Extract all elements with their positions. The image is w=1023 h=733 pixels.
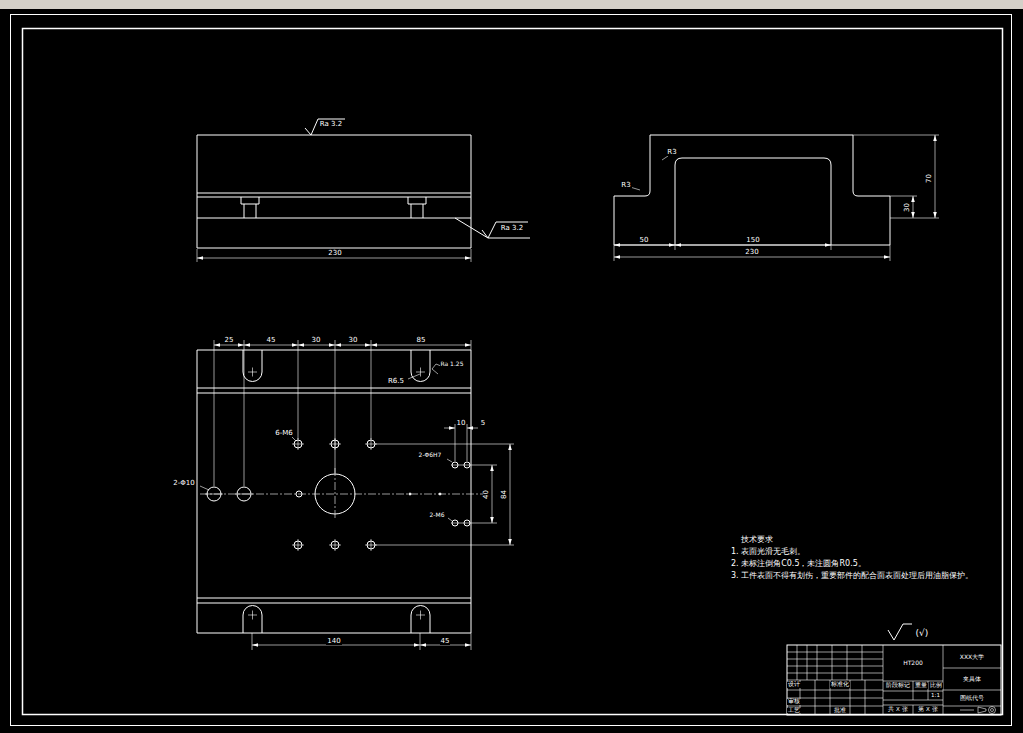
- roughness-value: Ra 1.25: [440, 361, 465, 367]
- technical-note: 2. 未标注倒角C0.5，未注圆角R0.5。: [730, 560, 867, 568]
- dimension: 45: [440, 638, 451, 645]
- dimension: 30: [348, 337, 359, 344]
- dimension: 70: [925, 173, 932, 184]
- title-block-cell: 图纸代号: [959, 695, 985, 701]
- dimension-line: [935, 135, 936, 218]
- dot: [439, 493, 441, 495]
- inner-frame: [23, 29, 1003, 715]
- dimension: 150: [745, 237, 760, 244]
- side-view-outline: [614, 135, 890, 245]
- dimension-line: [614, 245, 675, 246]
- title-block-cell: XXX大学: [959, 654, 985, 660]
- roughness-leader: [455, 218, 530, 238]
- dimension-line: [510, 444, 511, 545]
- extension-line: [614, 135, 939, 261]
- dimension: 84: [500, 489, 507, 500]
- material: HT200: [902, 660, 924, 666]
- dimension: 230: [744, 249, 759, 256]
- dimension: 25: [224, 337, 235, 344]
- dimension: 10: [456, 420, 467, 427]
- title-block-cell: 标准化: [830, 682, 850, 688]
- title-block-cell: 第 X 张: [917, 707, 938, 713]
- dimension-line: [335, 345, 371, 346]
- note-heading: 技术要求: [740, 536, 774, 544]
- projection-symbol: [960, 707, 986, 713]
- dimension-line: [444, 428, 455, 429]
- dimension-line: [214, 345, 244, 346]
- dimension: 50: [639, 237, 650, 244]
- part-name: 夹具体: [962, 676, 982, 682]
- outer-frame: [11, 15, 1012, 726]
- technical-note: 3. 工件表面不得有划伤，重要部件的配合面表面处理后用油脂保护。: [730, 572, 974, 580]
- title-block-cell: 批准: [833, 708, 847, 714]
- title-block-grid: [787, 645, 1001, 715]
- toolbar-strip: [0, 0, 1023, 9]
- dimension-line: [913, 196, 914, 218]
- hole-callout: 6-M6: [274, 430, 293, 437]
- dimension-line: [420, 645, 471, 646]
- roughness-value: Ra 3.2: [500, 225, 524, 232]
- title-block-cell: 设计: [787, 682, 801, 688]
- technical-note: 1. 表面光滑无毛刺。: [730, 548, 806, 556]
- dot: [409, 493, 411, 495]
- roughness-symbol: [888, 624, 912, 640]
- hole-callout: 2-Φ6H7: [418, 452, 443, 458]
- title-block-cell: 重量: [914, 683, 928, 689]
- dimension: 230: [327, 250, 342, 257]
- roughness-symbol: [305, 119, 345, 135]
- side-view-pocket: [675, 158, 831, 245]
- dimension: 30: [311, 337, 322, 344]
- title-block-cell: 共 X 张: [887, 707, 908, 713]
- title-block-cell: 审核: [787, 699, 801, 705]
- scale: 1:1: [930, 693, 941, 699]
- dimension: 30: [903, 202, 910, 213]
- title-block: [787, 645, 1001, 715]
- extension-line: [214, 340, 471, 486]
- dimension-line: [467, 428, 478, 429]
- center-mark: [248, 368, 425, 620]
- dimension: 40: [482, 489, 489, 500]
- extension-line: [252, 633, 471, 650]
- plan-view-outline: [197, 350, 471, 633]
- title-block-cell: 工艺: [787, 708, 801, 714]
- extension-line: [375, 424, 514, 545]
- radius-callout: R3: [620, 182, 631, 189]
- title-block-cell: 比例: [929, 683, 943, 689]
- center-mark: [205, 438, 471, 551]
- u-slot: [243, 606, 430, 634]
- hole-callout: 2-Φ10: [172, 480, 195, 487]
- projection-symbol: [989, 707, 996, 714]
- dimension-line: [298, 345, 335, 346]
- dimension: 140: [326, 638, 341, 645]
- dimension: 5: [480, 420, 486, 427]
- roughness-value: (√): [915, 629, 930, 638]
- dimension-line: [244, 345, 298, 346]
- dimension-line: [492, 465, 493, 523]
- dimension-line: [371, 345, 471, 346]
- center-line: [200, 468, 490, 520]
- dimension-line: [675, 245, 831, 246]
- extension-line: [197, 249, 471, 262]
- front-view: [197, 135, 471, 248]
- title-block-cell: 阶段标记: [885, 683, 911, 689]
- dimension-line: [197, 258, 471, 259]
- dimension: 45: [266, 337, 277, 344]
- leader-line: [200, 364, 452, 521]
- dimension-line: [614, 257, 890, 258]
- dimension: 85: [416, 337, 427, 344]
- projection-symbol: [991, 709, 994, 712]
- leader-line: [630, 156, 668, 190]
- dimension-line: [252, 645, 420, 646]
- hole-callout: 2-M6: [429, 512, 446, 518]
- radius-callout: R3: [666, 149, 677, 156]
- radius-callout: R6.5: [387, 378, 405, 385]
- roughness-value: Ra 3.2: [319, 121, 343, 128]
